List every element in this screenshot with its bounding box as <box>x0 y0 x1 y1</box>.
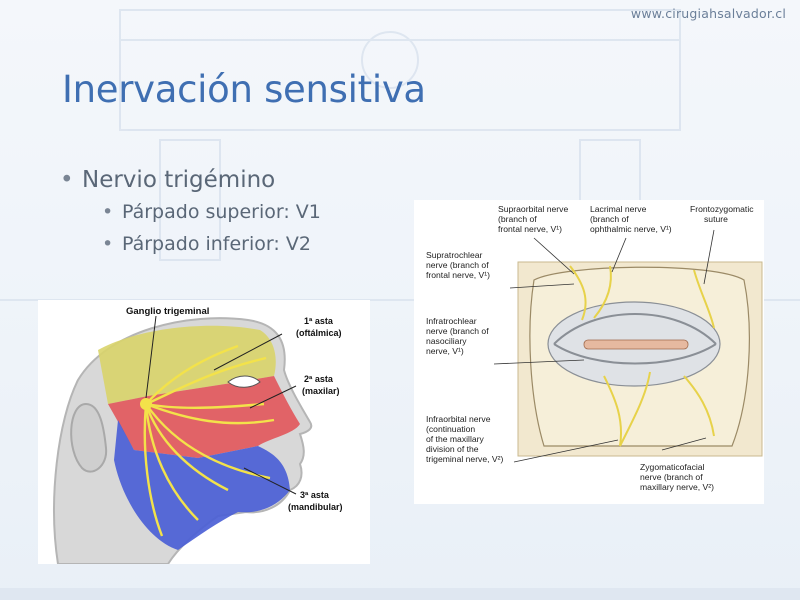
label-frontozygomatic-1: Frontozygomatic <box>690 204 754 214</box>
label-infratrochlear-4: nerve, V¹) <box>426 346 464 356</box>
website-url: www.cirugiahsalvador.cl <box>630 6 786 21</box>
label-zygomaticofacial-3: maxillary nerve, V²) <box>640 482 714 492</box>
bullet-list: Nervio trigémino Párpado superior: V1 Pá… <box>60 164 321 260</box>
label-lacrimal-2: (branch of <box>590 214 629 224</box>
label-supraorbital-2: (branch of <box>498 214 537 224</box>
face-illustration: Ganglio trigeminal 1ª asta (oftálmica) 2… <box>53 306 343 565</box>
eyelid-illustration: Supraorbital nerve (branch of frontal ne… <box>426 204 763 492</box>
label-frontozygomatic-2: suture <box>704 214 728 224</box>
eyelid-nerve-branches <box>569 265 715 447</box>
ear <box>70 402 108 473</box>
label-branch2-line2: (maxilar) <box>302 386 340 396</box>
bullet-sub-lower-eyelid: Párpado inferior: V2 <box>102 228 321 260</box>
label-branch1-line1: 1ª asta <box>304 316 334 326</box>
leader-lines <box>493 229 715 463</box>
label-branch3-line1: 3ª asta <box>300 490 330 500</box>
trigeminal-face-figure: Ganglio trigeminal 1ª asta (oftálmica) 2… <box>38 300 370 565</box>
upper-lid <box>553 313 717 345</box>
v3-region <box>114 420 290 550</box>
label-infratrochlear-1: Infratrochlear <box>426 316 477 326</box>
label-lacrimal-3: ophthalmic nerve, V¹) <box>590 224 672 234</box>
label-infraorbital-4: division of the <box>426 444 479 454</box>
label-supratrochlear-2: nerve (branch of <box>426 260 489 270</box>
slide-title: Inervación sensitiva <box>62 68 426 111</box>
callout-lines <box>145 315 297 495</box>
label-branch1-line2: (oftálmica) <box>296 328 342 338</box>
label-supraorbital-3: frontal nerve, V¹) <box>498 224 562 234</box>
label-infraorbital-2: (continuation <box>426 424 475 434</box>
lower-lid <box>553 343 717 365</box>
label-infratrochlear-3: nasociliary <box>426 336 467 346</box>
label-infraorbital-5: trigeminal nerve, V²) <box>426 454 504 464</box>
label-ganglion: Ganglio trigeminal <box>126 306 209 317</box>
label-supratrochlear-3: frontal nerve, V¹) <box>426 270 490 280</box>
v2-region <box>108 376 300 458</box>
v1-region <box>98 325 276 404</box>
label-infraorbital-3: of the maxillary <box>426 434 484 444</box>
label-lacrimal-1: Lacrimal nerve <box>590 204 647 214</box>
label-zygomaticofacial-1: Zygomaticofacial <box>640 462 705 472</box>
nerve-branches <box>143 344 275 537</box>
label-branch3-line2: (mandibular) <box>288 502 343 512</box>
label-supraorbital-1: Supraorbital nerve <box>498 204 568 214</box>
tarsal-plate <box>583 339 689 350</box>
label-zygomaticofacial-2: nerve (branch of <box>640 472 703 482</box>
eyelid-nerves-figure: Supraorbital nerve (branch of frontal ne… <box>414 200 764 504</box>
eye <box>227 375 261 388</box>
label-branch2-line1: 2ª asta <box>304 374 334 384</box>
trigeminal-ganglion <box>140 398 152 410</box>
bullet-main: Nervio trigémino <box>60 164 321 196</box>
label-infratrochlear-2: nerve (branch of <box>426 326 489 336</box>
label-infraorbital-1: Infraorbital nerve <box>426 414 491 424</box>
bullet-sub-upper-eyelid: Párpado superior: V1 <box>102 196 321 228</box>
label-supratrochlear-1: Supratrochlear <box>426 250 483 260</box>
